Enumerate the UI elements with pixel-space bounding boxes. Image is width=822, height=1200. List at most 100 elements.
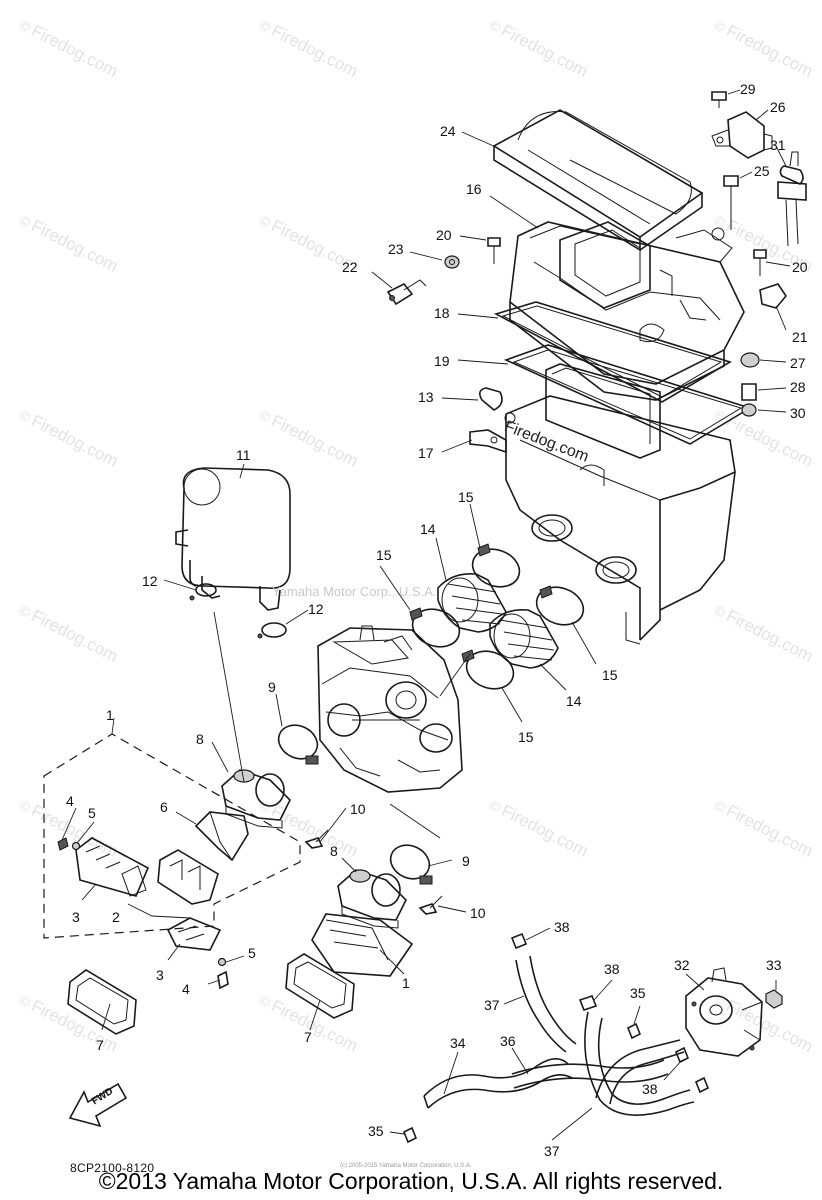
center-watermark: Yamaha Motor Corp., U.S.A. [272,584,437,599]
callout-12-lower: 12 [308,601,324,617]
fuel-hose-34[interactable] [423,1058,573,1109]
clip-21[interactable] [759,283,787,309]
gasket-7-right[interactable] [285,953,355,1019]
callout-9-upper: 9 [268,679,276,695]
callout-38-mid: 38 [604,961,620,977]
intake-joint-14-lower[interactable] [489,608,559,669]
intake-joint-14-upper[interactable] [437,572,507,633]
air-box-lower-17[interactable] [469,363,736,645]
bolt-25[interactable] [723,175,739,230]
callout-27: 27 [790,355,806,371]
callout-7-right: 7 [304,1029,312,1045]
callout-8-lower: 8 [330,843,338,859]
clip-38-top[interactable] [510,932,528,950]
nut-23[interactable] [444,255,460,269]
callout-7-left: 7 [96,1037,104,1053]
callout-15-c: 15 [602,667,618,683]
callout-5-lower: 5 [248,945,256,961]
air-filter-element-24[interactable] [492,109,704,252]
callout-25: 25 [754,163,770,179]
bolt-20-upper[interactable] [487,237,501,264]
callout-28: 28 [790,379,806,395]
reed-petal-3-lower[interactable] [166,917,222,951]
bolt-10-lower[interactable] [418,895,443,915]
hose-clamp-15-d[interactable] [461,645,518,695]
intake-manifold-8-lower[interactable] [337,869,407,929]
reed-valve-2[interactable] [121,849,219,905]
clip-38-mid[interactable] [578,995,598,1011]
carburetor-assembly [317,625,463,793]
small-copyright: (c) 2005-2015 Yamaha Motor Corporation, … [340,1163,472,1169]
callout-10-lower: 10 [470,905,486,921]
callout-14-upper: 14 [420,521,436,537]
reed-stopper-6[interactable] [194,811,249,862]
callout-11: 11 [236,447,251,463]
callout-18: 18 [434,305,450,321]
nut-33[interactable] [765,989,783,1009]
intake-manifold-8-upper[interactable] [221,769,291,829]
callout-8-upper: 8 [196,731,204,747]
callout-21: 21 [792,329,808,345]
reed-petal-3-upper[interactable] [75,837,150,897]
washer-30[interactable] [741,403,757,417]
clamp-9-lower[interactable] [385,839,435,885]
callout-30: 30 [790,405,806,421]
washer-5-upper[interactable] [71,841,81,851]
callout-37-lower: 37 [544,1143,560,1159]
grommet-27[interactable] [740,352,760,368]
callout-labels: 29 26 24 31 25 16 20 23 22 20 18 21 27 1… [66,81,808,1159]
clip-35-right[interactable] [626,1022,642,1040]
callout-38-top: 38 [554,919,570,935]
callout-4-lower: 4 [182,981,190,997]
switch-31[interactable] [777,151,807,247]
fuel-hose-36[interactable] [511,1059,669,1089]
clamp-9-upper[interactable] [273,719,323,765]
hose-clamp-15-a[interactable] [467,543,524,593]
bolt-10-upper[interactable] [304,829,329,849]
fuel-hose-37-lower[interactable] [584,1011,695,1116]
diagram-part-code: 8CP2100-8120 [70,1161,155,1175]
callout-34: 34 [450,1035,466,1051]
callout-3-upper: 3 [72,909,80,925]
copyright-footer: ©2013 Yamaha Motor Corporation, U.S.A. A… [98,1168,724,1194]
callout-4-upper: 4 [66,793,74,809]
callout-29: 29 [740,81,756,97]
leader-lines [61,89,791,1141]
callout-6: 6 [160,799,168,815]
clamp-13[interactable] [478,387,516,424]
hose-clamp-15-c[interactable] [531,581,588,631]
clip-35-left[interactable] [402,1126,418,1144]
silencer-11[interactable] [175,467,291,611]
clip-38-lower[interactable] [674,1046,710,1094]
reed-valve-assembly-1 [43,733,301,939]
collar-28[interactable] [741,383,757,401]
sensor-26[interactable] [711,111,773,159]
intake-temp-sensor-22[interactable] [386,279,427,306]
callout-20-right: 20 [792,259,808,275]
callout-23: 23 [388,241,404,257]
washer-5-lower[interactable] [217,957,227,967]
callout-17: 17 [418,445,434,461]
bolt-20-right[interactable] [753,249,767,276]
callout-37-upper: 37 [484,997,500,1013]
fuel-pump-32[interactable] [685,967,763,1057]
screw-4-lower[interactable] [217,970,229,990]
callout-32: 32 [674,957,690,973]
callout-22: 22 [342,259,358,275]
screw-29[interactable] [711,91,727,108]
callout-36: 36 [500,1033,516,1049]
hose-clamp-15-b[interactable] [407,603,464,653]
callout-26: 26 [770,99,786,115]
callout-33: 33 [766,957,782,973]
screw-4-upper[interactable] [57,837,69,851]
plug-12-lower[interactable] [257,622,287,639]
callout-12-upper: 12 [142,573,158,589]
callout-15-b: 15 [376,547,392,563]
callout-24: 24 [440,123,456,139]
callout-9-lower: 9 [462,853,470,869]
gasket-7-left[interactable] [67,969,137,1035]
gasket-18[interactable] [493,301,732,403]
fuel-hose-37-upper[interactable] [515,955,577,1053]
air-box-upper-16[interactable] [509,221,745,401]
